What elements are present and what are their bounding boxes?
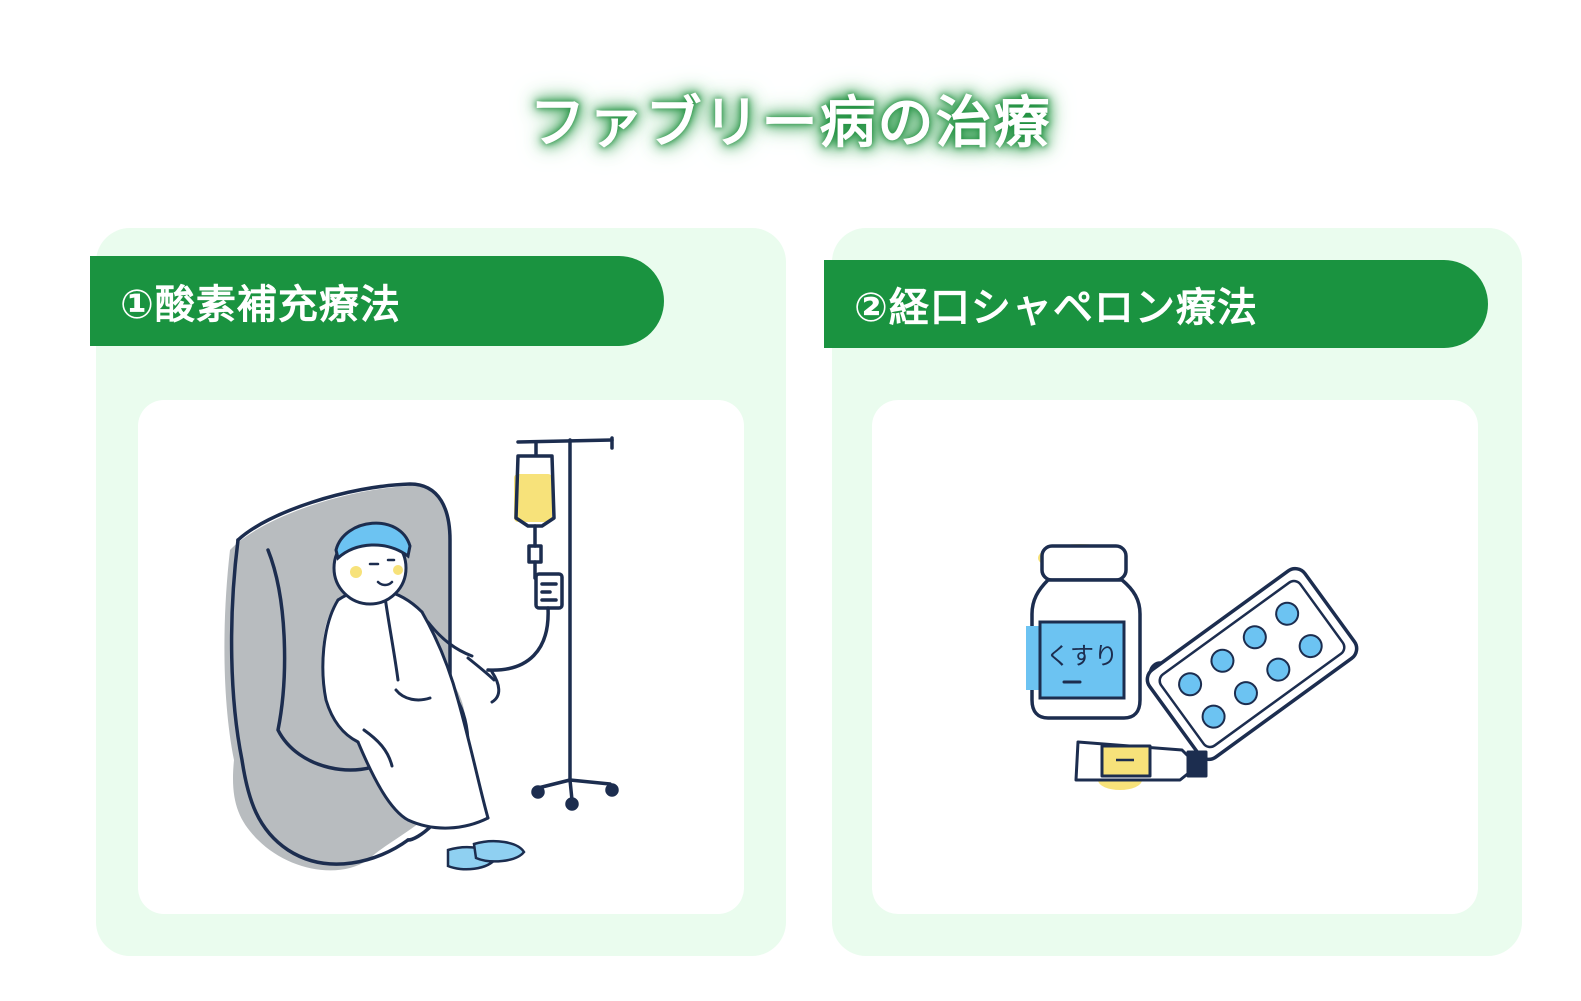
illustration-card-oral-chaperone: くすり: [872, 400, 1478, 914]
bottle-label: くすり: [1046, 642, 1118, 670]
iv-drip-patient-icon: [224, 436, 619, 871]
section-label-enzyme-replacement: ①酸素補充療法: [90, 256, 664, 346]
medicine-bottle-icon: くすり: [1026, 544, 1359, 790]
section-label-oral-chaperone: ②経口シャペロン療法: [824, 260, 1488, 348]
page-title: ファブリー病の治療: [529, 91, 1052, 156]
illustration-card-enzyme-replacement: [138, 400, 744, 914]
